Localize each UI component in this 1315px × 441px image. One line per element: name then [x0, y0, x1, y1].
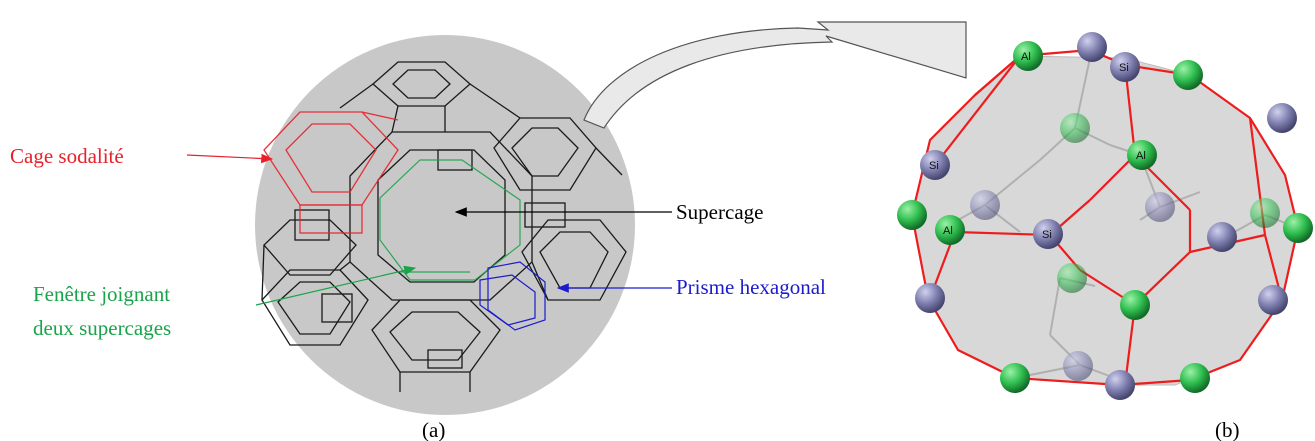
front-atoms: [897, 32, 1313, 400]
al-atom: [1173, 60, 1203, 90]
zoom-arrow: [583, 21, 967, 129]
atom-label: Al: [1136, 150, 1146, 162]
window-label-line1: Fenêtre joignant: [33, 282, 170, 306]
si-atom: [1207, 222, 1237, 252]
back-atoms: [970, 113, 1280, 381]
atom-label: Al: [943, 225, 953, 237]
panel-b: Al Si Si Al Al Si (b): [897, 32, 1313, 441]
al-atom: [1013, 41, 1043, 71]
sodalite-cage-body: [911, 55, 1299, 386]
al-atom: [935, 215, 965, 245]
caption-a: (a): [422, 418, 445, 441]
si-atom: [1267, 103, 1297, 133]
window-label-line2: deux supercages: [33, 316, 171, 340]
si-atom: [915, 283, 945, 313]
prism-highlight: [479, 261, 546, 331]
si-atom: [920, 150, 950, 180]
atom-label: Si: [929, 160, 939, 172]
al-atom: [1120, 290, 1150, 320]
al-atom: [897, 200, 927, 230]
atom-label: Si: [1119, 62, 1129, 74]
atom-label: Si: [1042, 229, 1052, 241]
si-atom: [1033, 219, 1063, 249]
si-atom: [1105, 370, 1135, 400]
si-atom: [1077, 32, 1107, 62]
sodalite-label: Cage sodalité: [10, 144, 124, 168]
si-atom: [1258, 285, 1288, 315]
supercage-label: Supercage: [676, 200, 763, 224]
al-atom: [1127, 140, 1157, 170]
window-pointer: [255, 265, 417, 306]
framework-disk: [255, 35, 635, 415]
al-atom: [1000, 363, 1030, 393]
caption-b: (b): [1215, 418, 1240, 441]
panel-a: Cage sodalité Supercage Fenêtre joignant…: [10, 35, 826, 441]
si-atom: [1110, 52, 1140, 82]
sodalite-pointer: [186, 153, 274, 164]
prism-label: Prisme hexagonal: [676, 275, 826, 299]
sodalite-cage-highlight: [263, 111, 399, 234]
al-atom: [1180, 363, 1210, 393]
al-atom: [1283, 213, 1313, 243]
atom-label: Al: [1021, 51, 1031, 63]
